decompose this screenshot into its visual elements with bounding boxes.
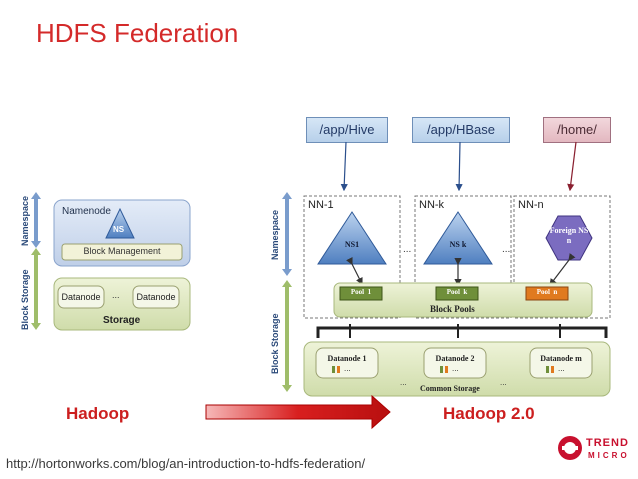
- right-side-arrows: [282, 192, 292, 392]
- datanode-2-ellipsis: ...: [452, 364, 459, 373]
- right-namespace-label: Namespace: [270, 209, 280, 260]
- nn-k-box: [414, 195, 512, 319]
- ns1-label: NS1: [344, 240, 360, 249]
- path-box-home: /home/: [543, 117, 611, 143]
- link-nsn-pooln: [549, 253, 576, 286]
- pool-n-label: Pool n: [536, 288, 558, 296]
- namespace-ellipsis-2: ...: [502, 244, 511, 255]
- ns-triangle: [105, 207, 135, 239]
- left-block-storage-label: Block Storage: [20, 269, 30, 330]
- datanode-2-label: Datanode 2: [435, 354, 475, 363]
- pool-k-box: [435, 286, 479, 301]
- left-ellipsis: ...: [112, 290, 120, 300]
- block-management-box: [61, 243, 183, 261]
- namespace-ellipsis-1: ...: [403, 244, 412, 255]
- datanode-1-cylinder: [315, 347, 379, 379]
- hadoop2-label: Hadoop 2.0: [443, 404, 535, 423]
- nn-1-label: NN-1: [308, 199, 334, 211]
- trend-micro-logo-mark: [558, 436, 582, 460]
- nsk-triangle: [423, 211, 493, 265]
- block-markers: [332, 366, 554, 373]
- ns-label: NS: [113, 225, 125, 234]
- nn-1-box: [303, 195, 401, 319]
- left-datanode-1-label: Datanode: [61, 292, 101, 302]
- pool-n-box: [525, 286, 569, 301]
- left-datanode-1-cylinder: [57, 285, 105, 309]
- storage-ellipsis-1: ...: [400, 378, 407, 387]
- ns1-triangle: [317, 211, 387, 265]
- left-side-arrows: [31, 192, 41, 330]
- datanode-1-label: Datanode 1: [327, 354, 367, 363]
- arrow-hive: [340, 141, 348, 192]
- right-block-storage-label: Block Storage: [270, 313, 280, 374]
- storage-label: Storage: [103, 315, 141, 326]
- logo-line-1: TREND: [586, 437, 629, 449]
- datanode-m-cylinder: [529, 347, 593, 379]
- block-pools-label: Block Pools: [430, 304, 475, 314]
- page-title: HDFS Federation: [36, 18, 239, 48]
- block-management-label: Block Management: [83, 246, 161, 256]
- nn-k-label: NN-k: [419, 199, 445, 211]
- common-storage-label: Common Storage: [420, 384, 480, 393]
- arrow-hbase: [455, 141, 463, 192]
- hadoop-label: Hadoop: [66, 404, 130, 423]
- left-datanode-2-cylinder: [132, 285, 180, 309]
- nsk-label: NS k: [449, 240, 467, 249]
- namenode-label: Namenode: [62, 206, 111, 217]
- nn-n-label: NN-n: [518, 199, 544, 211]
- link-ns1-pool1: [346, 257, 363, 286]
- pool-k-label: Pool k: [446, 288, 468, 296]
- datanode-m-label: Datanode m: [540, 354, 582, 363]
- left-datanode-2-label: Datanode: [136, 292, 176, 302]
- pool-1-box: [339, 286, 383, 301]
- foreign-ns-label: Foreign NS n: [549, 226, 589, 245]
- datanode-2-cylinder: [423, 347, 487, 379]
- pool-1-label: Pool 1: [350, 288, 372, 296]
- datanode-1-ellipsis: ...: [344, 364, 351, 373]
- foreign-ns-hexagon: [545, 215, 593, 261]
- source-url[interactable]: http://hortonworks.com/blog/an-introduct…: [6, 456, 366, 471]
- migration-arrow: [205, 394, 391, 430]
- path-box-hbase: /app/HBase: [412, 117, 510, 143]
- left-namespace-label: Namespace: [20, 195, 30, 246]
- datanode-m-ellipsis: ...: [558, 364, 565, 373]
- bracket: [316, 326, 608, 338]
- storage-ellipsis-2: ...: [500, 378, 507, 387]
- logo-line-2: MICRO: [588, 451, 630, 460]
- nn-n-box: [513, 195, 611, 319]
- arrow-home: [567, 141, 577, 192]
- path-box-hive: /app/Hive: [306, 117, 388, 143]
